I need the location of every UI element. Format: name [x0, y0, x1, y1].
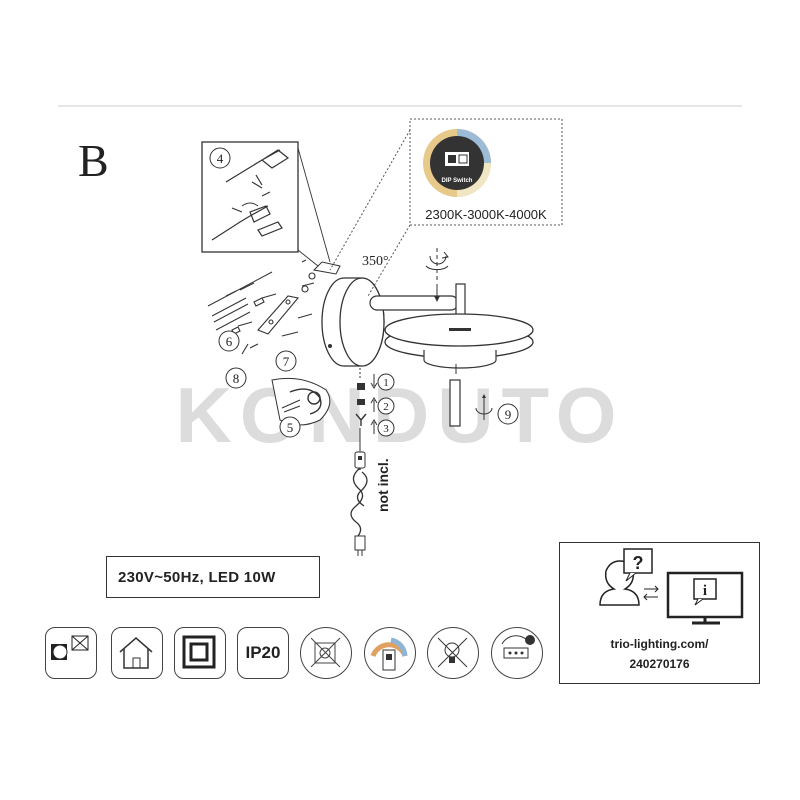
step-5: 5	[287, 420, 294, 435]
color-temperature-values: 2300K-3000K-4000K	[425, 207, 547, 222]
step-2: 2	[383, 401, 389, 413]
step-9: 9	[505, 407, 512, 422]
article-number: 240270176	[629, 657, 690, 671]
rotation-label: 350°	[362, 254, 389, 269]
mounting-parts	[231, 259, 316, 355]
rotation-step-9: 9	[475, 394, 519, 425]
protection-class-2-icon	[174, 627, 226, 679]
step-4: 4	[217, 151, 224, 166]
exchange-arrows-icon	[643, 585, 659, 601]
detail-box-step-4: 4	[201, 141, 299, 253]
support-box: ? i trio-lighting.com/ 240270176	[559, 542, 760, 684]
indoor-use-icon	[111, 627, 163, 679]
step-6: 6	[226, 334, 233, 349]
ip-rating-icon: IP20	[237, 627, 289, 679]
connector-parts: 1 2 3	[355, 368, 395, 452]
step-8: 8	[233, 371, 240, 386]
electrical-specs: 230V~50Hz, LED 10W	[106, 556, 320, 598]
person-icon	[599, 560, 640, 606]
wiring-detail-step-5: 5	[271, 377, 331, 438]
svg-text:i: i	[703, 583, 707, 599]
lamp-canopy	[312, 261, 385, 367]
led-not-replaceable-icon	[427, 627, 479, 679]
section-letter: B	[78, 135, 109, 186]
power-cable-with-switch	[350, 451, 368, 556]
monitor-icon	[666, 571, 744, 619]
step-1: 1	[383, 377, 389, 389]
watermark: KONDUTO	[176, 371, 625, 459]
no-bulb-replacement-icon	[45, 627, 97, 679]
svg-text:?: ?	[633, 553, 644, 573]
cct-switch-icon	[364, 627, 416, 679]
rotatable-head-icon	[491, 627, 543, 679]
question-bubble-icon	[623, 548, 653, 574]
rotation-indicator: 350°	[362, 248, 449, 282]
support-url[interactable]: trio-lighting.com/	[610, 637, 709, 651]
not-included-label: not incl.	[375, 458, 391, 512]
no-disposal-icon	[300, 627, 352, 679]
step-markers: 6 7 8	[218, 330, 297, 389]
dip-switch-label: DIP Switch	[442, 178, 473, 184]
support-illustration: ? i	[599, 548, 744, 625]
step-3: 3	[383, 423, 389, 435]
color-temperature-callout: DIP Switch 2300K-3000K-4000K	[329, 118, 563, 297]
step-7: 7	[283, 354, 290, 369]
lamp-arm-and-head	[369, 283, 534, 427]
cct-dial-icon: DIP Switch	[423, 129, 491, 197]
